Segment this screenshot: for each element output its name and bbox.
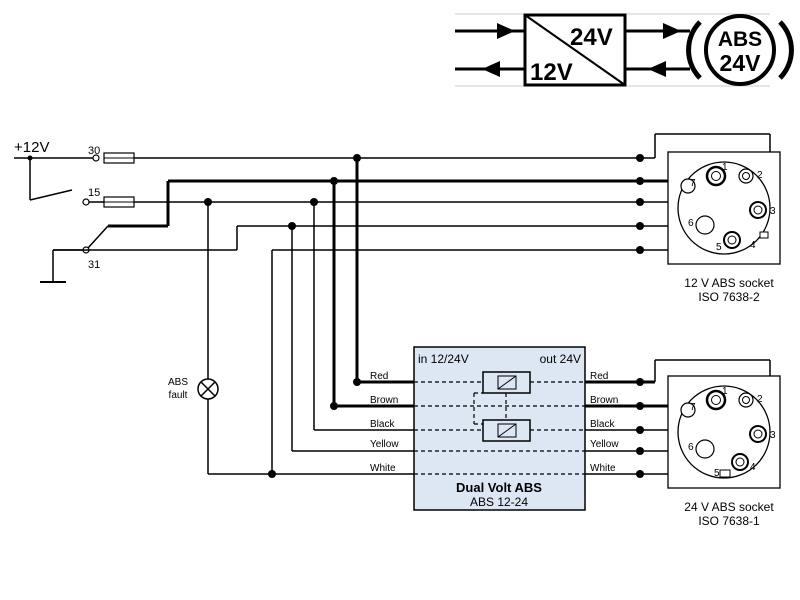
pin-5-label: 5 <box>716 242 722 253</box>
supply-section: +12V 30 15 31 <box>14 139 135 283</box>
pin-1-label: 1 <box>722 386 728 397</box>
pin-7-label: 7 <box>690 402 696 413</box>
wire-label-white-out: White <box>590 463 616 474</box>
dual-volt-module: in 12/24V out 24V Dual Volt ABS <box>413 346 586 511</box>
terminal-31-label: 31 <box>88 259 100 271</box>
wire-label-yellow-in: Yellow <box>370 439 399 450</box>
badge-abs-text: ABS <box>718 28 762 51</box>
socket-24v-title: 24 V ABS socket <box>684 500 774 514</box>
abs-fault-lamp: ABS fault <box>168 377 219 401</box>
arrow-right-icon <box>497 23 515 39</box>
socket-24v: 1 2 3 4 5 6 7 24 V ABS socket ISO 7638-1 <box>667 375 781 528</box>
wire-label-white-in: White <box>370 463 396 474</box>
badge-voltage-text: 24V <box>720 50 762 76</box>
socket-12v-standard: ISO 7638-2 <box>698 290 760 304</box>
pin-2-label: 2 <box>757 170 763 181</box>
ignition-switch <box>29 189 73 201</box>
relay-icon <box>482 371 531 394</box>
wire-label-red-in: Red <box>370 371 388 382</box>
wire-labels-left: Red Brown Black Yellow White <box>370 371 399 474</box>
pin-1-label: 1 <box>722 162 728 173</box>
wire-label-black-in: Black <box>370 419 395 430</box>
wire-label-brown-out: Brown <box>590 395 618 406</box>
arrow-right-icon <box>663 23 681 39</box>
converter-output-voltage: 24V <box>570 24 613 51</box>
terminal-30-label: 30 <box>88 145 100 157</box>
terminal-15-label: 15 <box>88 187 100 199</box>
wiring <box>53 133 771 475</box>
wire-label-black-out: Black <box>590 419 615 430</box>
pin-6-label: 6 <box>688 442 694 453</box>
relay-icon <box>482 419 531 442</box>
pin-2-label: 2 <box>757 394 763 405</box>
module-model: ABS 12-24 <box>470 495 528 509</box>
socket-24v-standard: ISO 7638-1 <box>698 514 760 528</box>
supply-voltage-label: +12V <box>14 139 49 156</box>
pin-3-label: 3 <box>770 430 776 441</box>
wire-label-yellow-out: Yellow <box>590 439 619 450</box>
socket-12v: 1 2 3 4 5 6 7 12 V ABS socket ISO 7638-2 <box>667 151 781 304</box>
pin-3-label: 3 <box>770 206 776 217</box>
socket-12v-title: 12 V ABS socket <box>684 276 774 290</box>
junction-dots <box>204 154 644 478</box>
wire-label-brown-in: Brown <box>370 395 398 406</box>
pin-4-label: 4 <box>750 240 756 251</box>
abs-24v-badge: ABS 24V <box>686 14 794 86</box>
module-out-label: out 24V <box>540 352 581 366</box>
pin-6-label: 6 <box>688 218 694 229</box>
wire-label-red-out: Red <box>590 371 608 382</box>
lamp-label-line2: fault <box>169 390 188 401</box>
pin-4-label: 4 <box>750 462 756 473</box>
module-title: Dual Volt ABS <box>456 480 542 495</box>
converter-input-voltage: 12V <box>530 59 573 86</box>
module-in-label: in 12/24V <box>418 352 469 366</box>
pin-5-label: 5 <box>714 468 720 479</box>
converter-icon: 24V 12V ABS 24V <box>455 13 794 87</box>
wire-labels-right: Red Brown Black Yellow White <box>590 371 619 474</box>
pin-7-label: 7 <box>690 178 696 189</box>
lamp-label-line1: ABS <box>168 377 188 388</box>
arrow-left-icon <box>648 61 666 77</box>
arrow-left-icon <box>482 61 500 77</box>
